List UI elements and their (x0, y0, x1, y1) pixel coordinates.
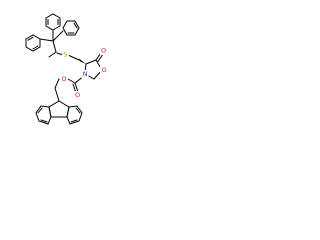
phenyl-ring-left (25, 34, 41, 52)
trityl-bond-lower-left (48, 51, 57, 58)
double-bond (32, 45, 39, 50)
carbamate-ester-bond (67, 78, 76, 84)
atom-labels: S N O O O O (60, 47, 107, 99)
carbamate-carbonyl-oxygen-label: O (75, 91, 80, 99)
stereo-wedge (79, 58, 86, 64)
carbonyl-oxygen-atom-label: O (101, 47, 106, 55)
ring-oxygen-atom-label: O (101, 66, 106, 74)
phenyl-ring-top (45, 13, 61, 31)
ch2-to-fluorenyl-bond (54, 87, 60, 102)
fluorene-right-ring (66, 105, 83, 125)
carbamate-ester-oxygen-label: O (61, 75, 66, 83)
molecule-structure: S N O O O O (25, 13, 107, 125)
trityl-group (25, 13, 80, 58)
sulfur-to-methylene-bond (67, 54, 80, 61)
fluorene-five-ring (48, 100, 70, 118)
double-bond (70, 119, 78, 123)
trityl-bond-right (52, 30, 64, 42)
nitrogen-atom-label: N (83, 70, 88, 78)
ring-bond-c4-c5 (85, 59, 97, 65)
carbamate-carbonyl-bond (74, 82, 79, 93)
double-bond (75, 107, 81, 114)
trityl-bond-down (52, 40, 57, 53)
double-bond (27, 36, 34, 41)
fluorenyl-group (35, 100, 83, 125)
sulfur-atom-label: S (63, 51, 67, 59)
double-bond (37, 107, 43, 114)
fluorene-left-ring (35, 105, 52, 125)
double-bond (40, 119, 48, 123)
double-bond (73, 22, 78, 29)
ester-o-to-ch2-bond (54, 78, 60, 89)
trityl-bond-left (39, 38, 54, 42)
phenyl-ring-right (62, 20, 80, 36)
